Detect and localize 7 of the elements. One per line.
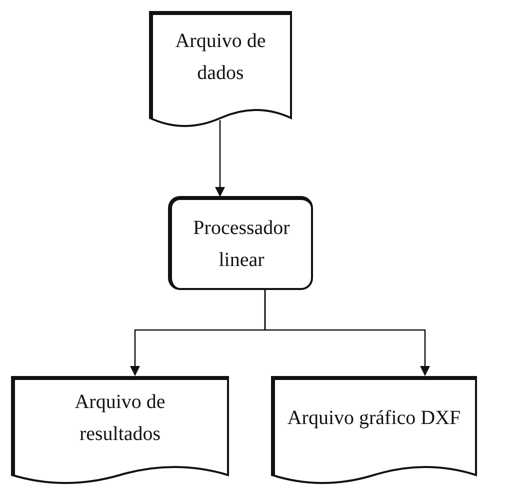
node-text: Processador linear	[192, 216, 291, 273]
node-text: Arquivo de resultados	[74, 390, 166, 447]
node-text: Arquivo de dados	[174, 29, 267, 86]
process-box	[168, 196, 313, 290]
arrow	[264, 290, 430, 376]
node-text: Arquivo gráfico DXF	[287, 406, 461, 431]
arrow	[215, 120, 225, 197]
